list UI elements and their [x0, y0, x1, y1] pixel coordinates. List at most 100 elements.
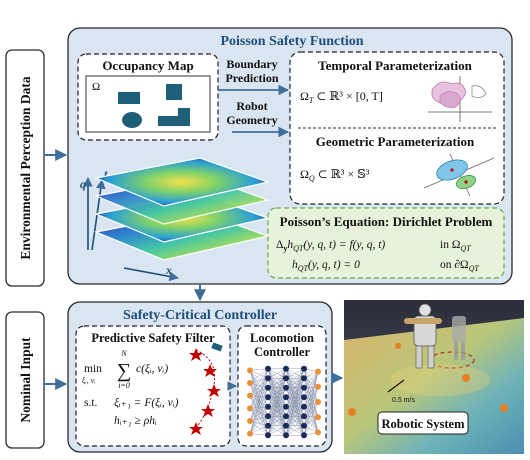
- nn-edge: [285, 368, 305, 379]
- nn-edge: [303, 386, 319, 407]
- obstacle-ball-icon: [462, 374, 470, 382]
- obstacle-ball-icon: [348, 408, 356, 416]
- nn-node: [283, 394, 289, 401]
- nn-edge: [249, 406, 269, 434]
- nn-edge: [267, 368, 287, 388]
- geometric-equation: ΩQ ⊂ ℝ³ × 𝕊³: [300, 167, 370, 183]
- nn-node: [265, 403, 271, 410]
- psf-title: Poisson Safety Function: [220, 34, 363, 49]
- locomotion-controller-title: Locomotion: [250, 331, 314, 345]
- temporal-shapes-icon: [428, 76, 492, 122]
- nn-edge: [267, 416, 287, 436]
- temporal-title: Temporal Parameterization: [318, 58, 472, 73]
- nn-edge: [303, 371, 319, 398]
- humanoid-robot-icon: [404, 303, 466, 369]
- nn-edge: [303, 387, 319, 433]
- nn-edge: [249, 382, 269, 398]
- predictive-safety-filter-title: Predictive Safety Filter: [91, 331, 215, 345]
- nominal-input-label: Nominal Input: [18, 337, 33, 423]
- nn-node: [301, 432, 307, 439]
- trajectory-icon: [189, 342, 223, 435]
- nn-edge: [249, 425, 269, 434]
- nn-node: [301, 422, 307, 429]
- nn-edge: [249, 416, 269, 434]
- nn-edge: [249, 397, 269, 409]
- axis-t-label: t: [104, 167, 108, 181]
- nn-edge: [249, 368, 269, 384]
- locomotion-controller-box: Locomotion Controller: [227, 325, 327, 447]
- nn-node: [301, 394, 307, 401]
- nn-edge: [249, 397, 269, 434]
- nn-node: [315, 368, 321, 375]
- constraint-dynamics: ξᵢ₊₁ = F(ξᵢ, vᵢ): [114, 396, 179, 409]
- scc-title: Safety-Critical Controller: [123, 308, 277, 323]
- nn-node: [301, 375, 307, 382]
- nn-edge: [285, 368, 305, 436]
- parameterization-box: Temporal Parameterization ΩT ⊂ ℝ³ × [0, …: [289, 51, 505, 205]
- nn-edge: [249, 406, 269, 422]
- sum-symbol: ∑: [117, 360, 131, 382]
- nn-edge: [267, 368, 287, 436]
- neural-network-icon: [247, 365, 321, 439]
- nn-node: [247, 418, 253, 424]
- nn-edge: [303, 368, 319, 403]
- nn-edge: [285, 368, 305, 407]
- nn-edge: [249, 378, 269, 434]
- nn-node: [265, 432, 271, 439]
- nn-edge: [267, 368, 287, 398]
- nn-edge: [249, 395, 269, 398]
- nn-edge: [249, 368, 269, 409]
- nn-node: [265, 375, 271, 382]
- environmental-perception-box: Environmental Perception Data: [5, 49, 45, 287]
- nn-edge: [285, 368, 305, 388]
- nn-edge: [285, 416, 305, 436]
- poisson-equation-line-1: ΔyhQT(y, q, t) = f(y, q, t): [276, 239, 385, 253]
- robotic-system-label: Robotic System: [382, 417, 466, 431]
- nn-edge: [249, 408, 269, 417]
- nn-edge: [285, 368, 305, 417]
- nn-edge: [303, 371, 319, 417]
- nn-edge: [249, 368, 269, 396]
- nn-node: [315, 383, 321, 390]
- obstacle-shape: [166, 84, 182, 100]
- nn-edge: [249, 370, 269, 388]
- nn-edge: [303, 401, 319, 426]
- nn-edge: [303, 378, 319, 403]
- nn-node: [315, 414, 321, 421]
- geometric-title: Geometric Parameterization: [316, 134, 475, 149]
- nn-node: [283, 365, 289, 372]
- poisson-equation-box: Poisson’s Equation: Dirichlet Problem Δy…: [267, 207, 505, 279]
- environmental-perception-label: Environmental Perception Data: [18, 76, 33, 259]
- nn-edge: [303, 386, 319, 417]
- nn-edge: [303, 417, 319, 436]
- nn-node: [265, 413, 271, 420]
- heatmap-layer: [93, 157, 271, 207]
- nn-edge: [249, 433, 269, 436]
- nn-node: [283, 413, 289, 420]
- nn-edge: [249, 397, 269, 422]
- nn-edge: [267, 368, 287, 417]
- nn-node: [283, 384, 289, 391]
- nn-edge: [303, 397, 319, 433]
- nn-edge: [303, 368, 319, 387]
- robot-geometry-label: Robot: [236, 99, 267, 113]
- obstacle-ball-icon: [395, 343, 401, 349]
- nn-node: [265, 394, 271, 401]
- boundary-prediction-label: Boundary: [226, 57, 277, 71]
- nn-edge: [303, 401, 319, 436]
- nn-edge: [249, 368, 269, 434]
- nn-edge: [303, 387, 319, 403]
- axis-q-label: q: [80, 177, 86, 191]
- poisson-equation-domain-1: in ΩQT: [440, 239, 471, 253]
- robotic-system-photo: 0.5 m/s Robotic System: [344, 300, 524, 454]
- nn-node: [247, 405, 253, 412]
- obstacle-shape: [122, 112, 142, 128]
- nn-node: [301, 413, 307, 420]
- sum-top: N: [120, 349, 127, 358]
- nn-node: [247, 430, 253, 437]
- nn-node: [265, 365, 271, 372]
- nn-node: [283, 422, 289, 429]
- temporal-equation: ΩT ⊂ ℝ³ × [0, T]: [300, 89, 383, 105]
